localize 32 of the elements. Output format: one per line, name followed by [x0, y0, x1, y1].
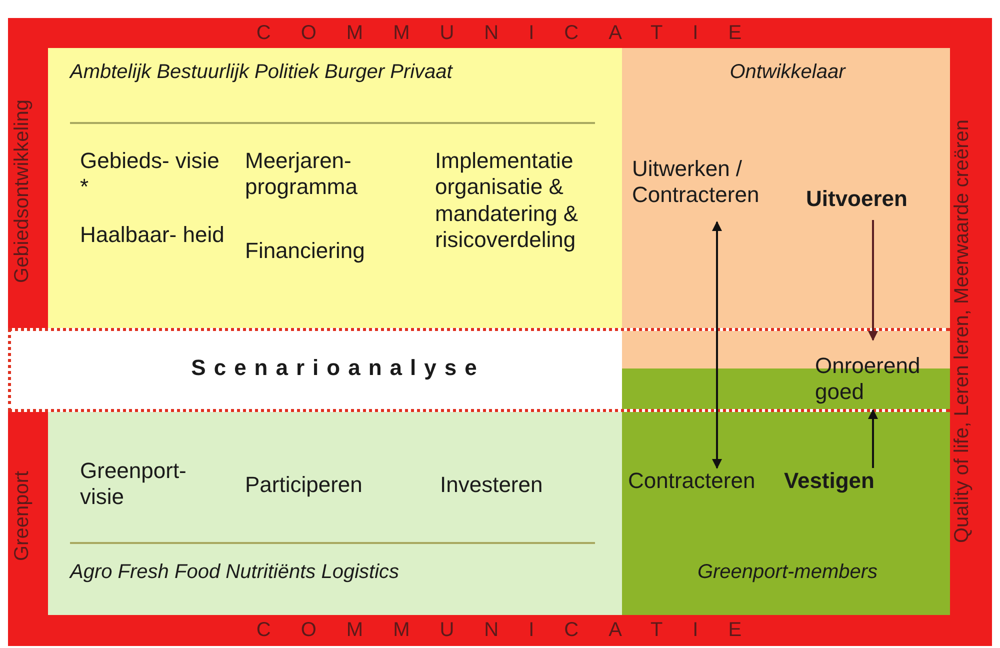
communication-frame [8, 18, 992, 646]
band-heading: Scenarioanalyse [190, 355, 486, 382]
process-label-text: Uitvoeren [806, 186, 908, 212]
greenport-panel [48, 412, 622, 615]
process-label-text: Contracteren [628, 468, 756, 494]
arrow [868, 220, 878, 341]
term-label: Participeren [245, 472, 364, 498]
developer-panel [622, 48, 950, 328]
process-label-text: Uitwerken / Contracteren [632, 156, 760, 209]
area-development-panel [48, 48, 622, 328]
side-label: Greenport [10, 470, 34, 564]
term-label: Gebieds- visie * [80, 148, 220, 201]
side-label: Gebiedsontwikkeling [10, 98, 34, 285]
frame-heading: COMMUNICATIE [255, 618, 773, 643]
scenario-band [8, 328, 950, 412]
side-label: Quality of life, Leren leren, Meerwaarde creëren [950, 118, 974, 545]
arrow [868, 409, 878, 468]
process-label-text: Vestigen [784, 468, 876, 494]
term-label: Onroerend goed [815, 353, 922, 406]
stakeholder-list: Ambtelijk Bestuurlijk Politiek Burger Privaat [70, 60, 615, 84]
frame-heading: COMMUNICATIE [255, 21, 773, 46]
term-label: Investeren [440, 472, 544, 498]
term-label: Meerjaren- programma [245, 148, 358, 201]
term-label: Financiering [245, 238, 366, 264]
role-heading: Greenport-members [696, 560, 879, 584]
double-arrow [712, 221, 722, 469]
term-label: Haalbaar- heid [80, 222, 226, 248]
term-label: Implementatie organisatie & mandatering & risicoverdeling [435, 148, 580, 254]
term-label: Greenport- visie [80, 458, 188, 511]
role-heading: Ontwikkelaar [728, 60, 847, 84]
sector-list: Agro Fresh Food Nutritiënts Logistics [70, 560, 615, 584]
greenport-members-panel [622, 412, 950, 615]
